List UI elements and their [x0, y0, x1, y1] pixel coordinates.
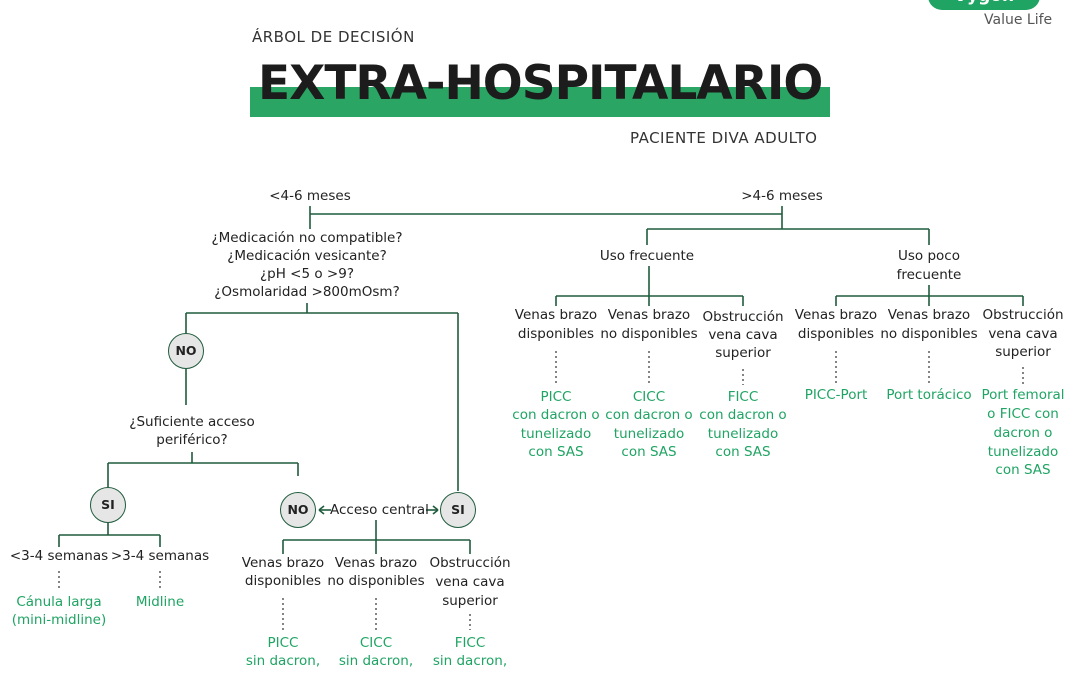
inf-veins-available-1: Venas brazo — [794, 307, 878, 323]
st-obstruction-2: vena cava — [435, 574, 505, 590]
st-result-cicc-1: CICC — [359, 635, 393, 651]
inf-result-picc-port: PICC-Port — [804, 387, 868, 403]
inf-result-port-thoracic: Port torácico — [886, 387, 972, 403]
si-node-medication: SI — [440, 492, 476, 528]
fr-veins-available-2: disponibles — [517, 326, 595, 342]
page-title: EXTRA-HOSPITALARIO — [258, 56, 823, 111]
no-node-peripheral: NO — [280, 492, 316, 528]
fr-obstruction-1: Obstrucción — [702, 309, 784, 325]
fr-result-cicc-3: tunelizado — [613, 426, 685, 442]
st-result-cicc-2: sin dacron, — [338, 653, 414, 669]
fr-veins-available-1: Venas brazo — [514, 307, 598, 323]
inf-result-femoral-3: dacron o — [993, 425, 1053, 441]
medication-question-2: ¿Medicación vesicante? — [227, 248, 387, 264]
fr-result-ficc-2: con dacron o — [699, 407, 787, 423]
st-veins-available-2: disponibles — [244, 573, 322, 589]
inf-result-femoral-1: Port femoral — [981, 387, 1065, 403]
page-subtitle: ÁRBOL DE DECISIÓN — [252, 28, 415, 46]
inf-veins-unavailable-1: Venas brazo — [887, 307, 971, 323]
st-obstruction-1: Obstrucción — [429, 555, 511, 571]
st-result-picc-2: sin dacron, — [245, 653, 321, 669]
fr-result-cicc-4: con SAS — [621, 444, 677, 460]
st-veins-unavailable-2: no disponibles — [327, 573, 425, 589]
inf-result-femoral-5: con SAS — [995, 462, 1051, 478]
peripheral-question-line2: periférico? — [156, 432, 228, 448]
inf-veins-available-2: disponibles — [797, 326, 875, 342]
si-node-peripheral: SI — [90, 487, 126, 523]
fr-veins-unavailable-1: Venas brazo — [607, 307, 691, 323]
frequent-use-label: Uso frecuente — [599, 248, 695, 264]
vygon-logo: Vygon — [928, 0, 1040, 10]
weeks-lt-label: <3-4 semanas — [9, 548, 109, 564]
medication-question-4: ¿Osmolaridad >800mOsm? — [214, 284, 400, 300]
fr-obstruction-2: vena cava — [708, 327, 778, 343]
fr-result-ficc-4: con SAS — [715, 444, 771, 460]
inf-obstruction-1: Obstrucción — [982, 307, 1064, 323]
fr-result-picc-2: con dacron o — [512, 407, 600, 423]
fr-result-picc-3: tunelizado — [520, 426, 592, 442]
inf-obstruction-2: vena cava — [988, 326, 1058, 342]
inf-result-femoral-4: tunelizado — [987, 444, 1059, 460]
weeks-gt-label: >3-4 semanas — [110, 548, 210, 564]
fr-result-ficc-1: FICC — [727, 389, 759, 405]
inf-result-femoral-2: o FICC con — [987, 406, 1059, 422]
fr-result-picc-4: con SAS — [528, 444, 584, 460]
central-access-label: Acceso central — [330, 502, 429, 518]
result-canula-line1: Cánula larga — [16, 594, 102, 610]
fr-result-cicc-1: CICC — [632, 389, 666, 405]
result-canula-line2: (mini-midline) — [11, 612, 107, 628]
fr-result-cicc-2: con dacron o — [605, 407, 693, 423]
infrequent-use-line1: Uso poco — [898, 248, 960, 264]
inf-obstruction-3: superior — [995, 344, 1051, 360]
inf-veins-unavailable-2: no disponibles — [880, 326, 978, 342]
infrequent-use-line2: frecuente — [896, 267, 962, 283]
peripheral-question-line1: ¿Suficiente acceso — [129, 414, 255, 430]
st-veins-available-1: Venas brazo — [241, 555, 325, 571]
logo-tagline: Value Life — [984, 12, 1053, 28]
st-result-ficc-2: sin dacron, — [432, 653, 508, 669]
fr-obstruction-3: superior — [715, 345, 771, 361]
st-obstruction-3: superior — [442, 593, 498, 609]
title-highlight-band — [250, 87, 830, 117]
no-node-medication: NO — [168, 333, 204, 369]
fr-result-ficc-3: tunelizado — [707, 426, 779, 442]
branch-gt-months: >4-6 meses — [741, 188, 823, 204]
st-veins-unavailable-1: Venas brazo — [334, 555, 418, 571]
branch-lt-months: <4-6 meses — [269, 188, 351, 204]
result-midline: Midline — [135, 594, 185, 610]
patient-type-label: PACIENTE DIVA ADULTO — [630, 129, 818, 147]
medication-question-1: ¿Medicación no compatible? — [211, 230, 403, 246]
medication-question-3: ¿pH <5 o >9? — [260, 266, 354, 282]
fr-veins-unavailable-2: no disponibles — [600, 326, 698, 342]
fr-result-picc-1: PICC — [540, 389, 572, 405]
st-result-picc-1: PICC — [267, 635, 299, 651]
st-result-ficc-1: FICC — [454, 635, 486, 651]
